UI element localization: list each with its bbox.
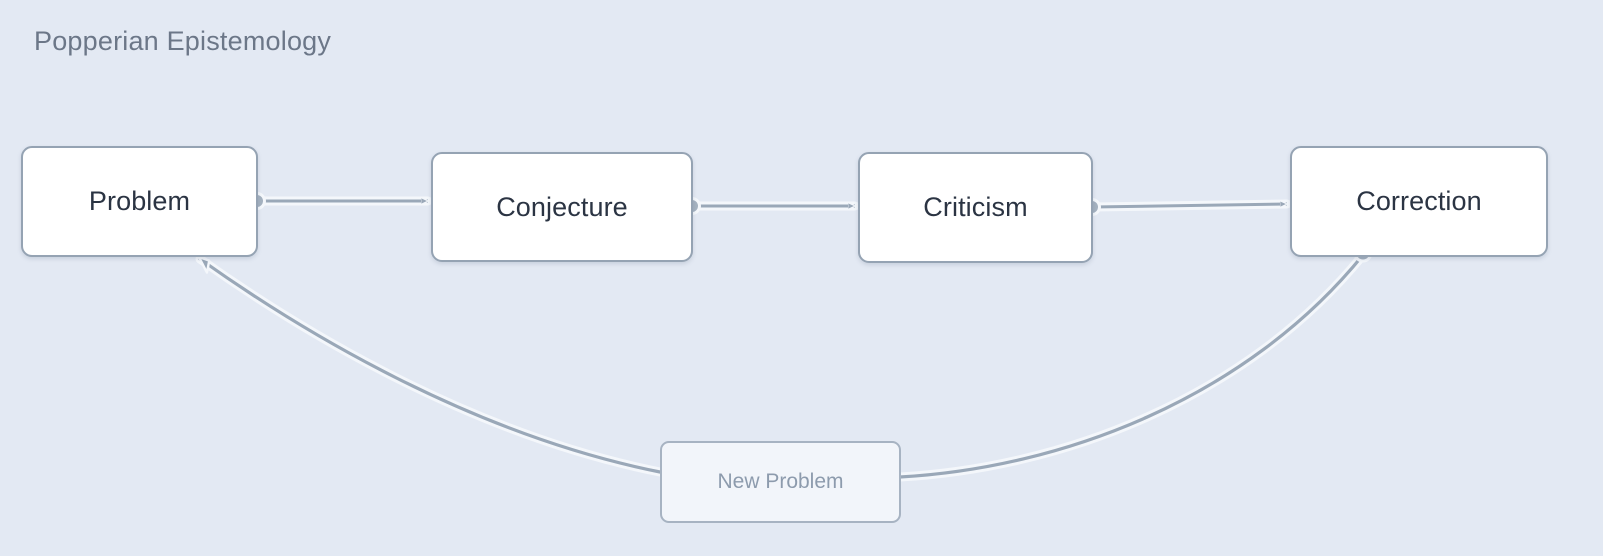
node-conjecture-label: Conjecture	[496, 191, 628, 222]
edge-conjecture-to-criticism[interactable]	[683, 197, 860, 215]
node-conjecture[interactable]: Conjecture	[431, 152, 693, 262]
page-title: Popperian Epistemology	[34, 26, 332, 56]
edge-problem-to-conjecture[interactable]	[248, 192, 433, 210]
node-problem[interactable]: Problem	[21, 146, 258, 257]
node-correction-label: Correction	[1356, 186, 1482, 216]
node-problem-label: Problem	[88, 186, 191, 216]
edge-label-new-problem[interactable]: New Problem	[660, 441, 901, 523]
node-criticism[interactable]: Criticism	[858, 152, 1093, 263]
node-criticism-label: Criticism	[923, 192, 1028, 222]
edge-criticism-to-correction[interactable]	[1083, 198, 1292, 216]
edge-label-new-problem-text: New Problem	[717, 470, 844, 493]
node-correction[interactable]: Correction	[1290, 146, 1548, 257]
